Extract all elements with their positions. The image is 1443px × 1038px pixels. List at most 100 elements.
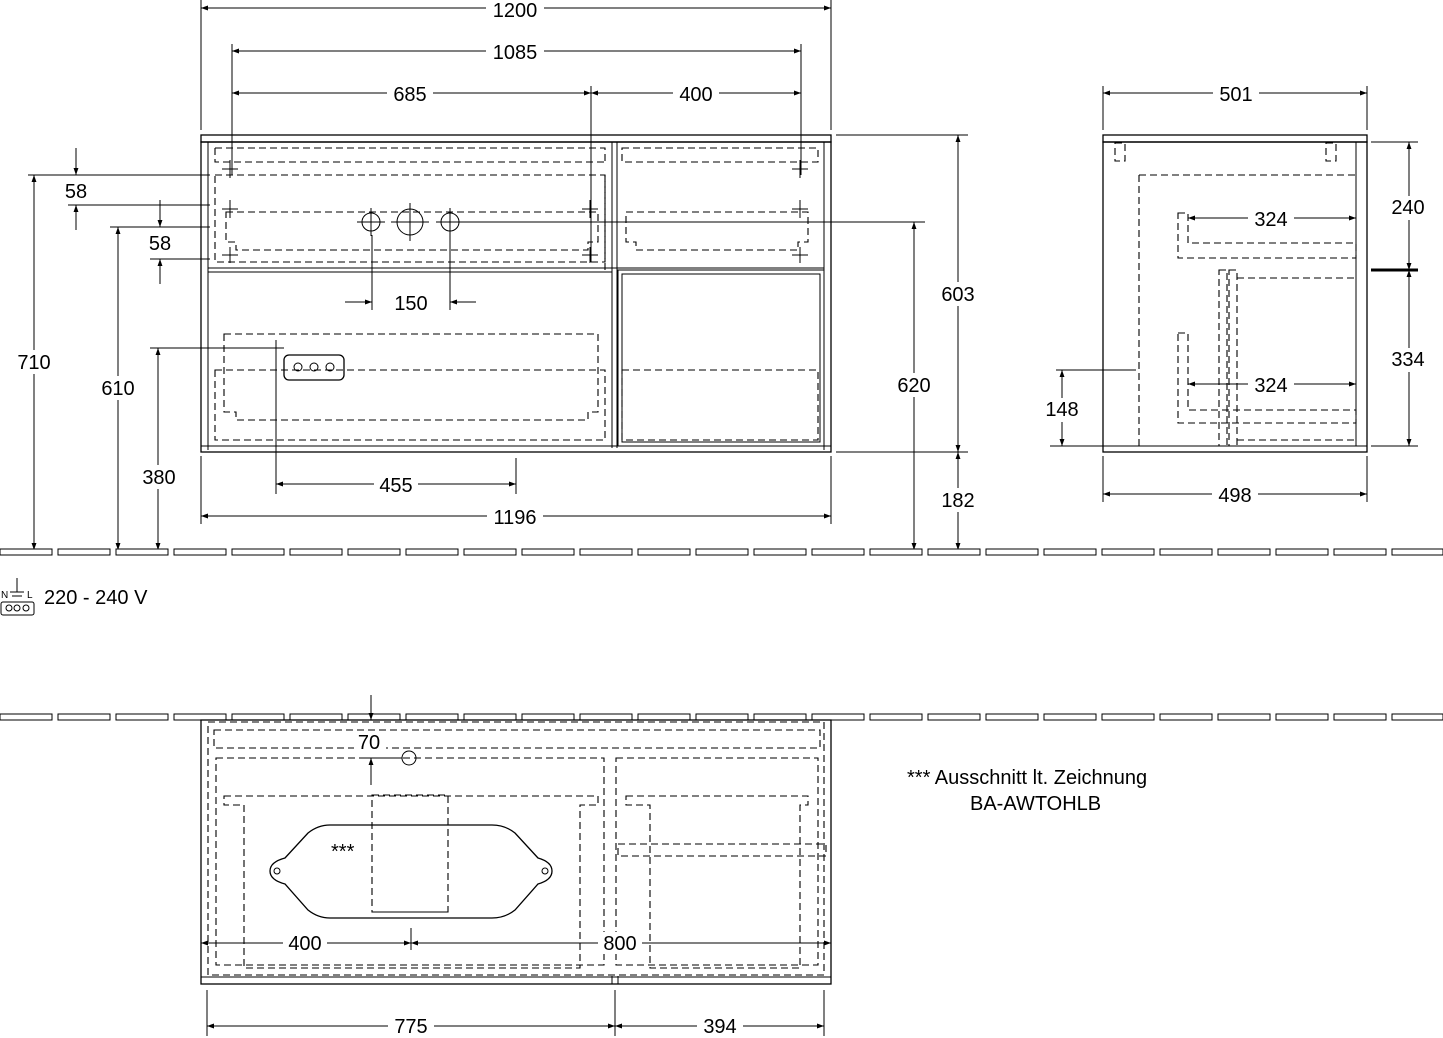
floor-segment (1217, 548, 1271, 556)
label-upper-height: 240 (1391, 197, 1424, 219)
power-info: N L 220 - 240 V (0, 578, 148, 616)
top-right-drawer (625, 795, 809, 969)
tap-hole-center-icon (391, 203, 429, 241)
side-top-clip-left (1114, 142, 1126, 162)
floor-segment (1333, 713, 1387, 721)
floor-segment (1159, 548, 1213, 556)
label-top-offset-1: 58 (65, 181, 87, 203)
floor-segment (115, 713, 169, 721)
floor-segment (173, 713, 227, 721)
front-extension-lines (28, 0, 968, 524)
top-right-shelf (617, 843, 827, 857)
note-line-2: BA-AWTOHLB (970, 793, 1101, 815)
label-top-offset-2: 58 (149, 233, 171, 255)
side-cabinet-body (1102, 141, 1368, 453)
front-upper-left-box (214, 174, 606, 263)
front-upper-left-drawer (225, 211, 599, 251)
label-overall-width: 1200 (493, 0, 538, 22)
floor-segment (927, 713, 981, 721)
label-siphon-height: 148 (1045, 399, 1078, 421)
front-view: 1200 1085 685 400 58 58 150 710 610 380 … (14, 0, 980, 550)
note-line-1: *** Ausschnitt lt. Zeichnung (907, 767, 1147, 789)
label-basin-width: 800 (603, 933, 636, 955)
top-outer-outline (200, 719, 832, 985)
side-lower-box (1237, 277, 1356, 441)
floor-segment (579, 548, 633, 556)
label-back-offset: 70 (358, 732, 380, 754)
floor-segment (405, 548, 459, 556)
floor-segment (289, 548, 343, 556)
floor-segment (1043, 548, 1097, 556)
top-carcass-right (615, 757, 819, 966)
label-tap-spacing: 150 (394, 293, 427, 315)
label-socket-offset: 455 (379, 475, 412, 497)
floor-segment (1159, 713, 1213, 721)
plug-socket-icon (0, 601, 35, 616)
front-right-door-inner (621, 273, 821, 443)
floor-segment (1275, 548, 1329, 556)
label-top-depth: 501 (1219, 84, 1252, 106)
earth-ground-icon (10, 578, 24, 597)
floor-segment (289, 713, 343, 721)
label-cabinet-height: 603 (941, 284, 974, 306)
floor-segment (869, 713, 923, 721)
label-left-width: 775 (394, 1016, 427, 1038)
floor-segment (0, 713, 53, 721)
floor-segment (985, 713, 1039, 721)
front-right-door (617, 269, 825, 447)
label-right-section: 400 (679, 84, 712, 106)
front-corner-marks (222, 160, 808, 263)
floor-segment (579, 713, 633, 721)
floor-segment (811, 713, 865, 721)
cutout-marker: *** (331, 841, 355, 863)
front-dimension-labels: 1200 1085 685 400 58 58 150 710 610 380 … (14, 0, 980, 529)
floor-segment (57, 713, 111, 721)
floor-segment (1391, 548, 1443, 556)
label-left-section: 685 (393, 84, 426, 106)
label-socket-height: 380 (142, 467, 175, 489)
floor-segment (347, 548, 401, 556)
floor-segment (695, 713, 749, 721)
floor-line-upper (0, 548, 1443, 556)
floor-segment (637, 713, 691, 721)
floor-segment (405, 713, 459, 721)
top-back-rail (213, 729, 821, 749)
side-carcass-outline (1129, 174, 1356, 446)
floor-segment (927, 548, 981, 556)
floor-segment (521, 713, 575, 721)
floor-segment (463, 713, 517, 721)
floor-segment (811, 548, 865, 556)
floor-segment (753, 713, 807, 721)
front-lower-right-box (621, 369, 819, 441)
label-rail-height: 620 (897, 375, 930, 397)
front-cabinet-body (200, 141, 832, 453)
basin-overflow-left (273, 867, 281, 875)
floor-segment (637, 548, 691, 556)
floor-segment (0, 548, 53, 556)
socket-icon (268, 340, 345, 381)
top-view: *** 70 400 800 775 394 (200, 695, 832, 1038)
label-basin-center: 400 (288, 933, 321, 955)
floor-segment (1101, 548, 1155, 556)
front-lower-left-box (214, 369, 606, 441)
wall-line-top-view (0, 713, 1443, 721)
side-countertop (1102, 134, 1368, 143)
plug-terminal-l: L (27, 590, 33, 601)
floor-segment (115, 548, 169, 556)
floor-segment (869, 548, 923, 556)
floor-segment (347, 713, 401, 721)
floor-segment (695, 548, 749, 556)
top-siphon-box (371, 794, 449, 913)
side-view: 501 324 324 240 334 148 498 (1040, 83, 1432, 507)
plug-terminal-n: N (1, 590, 8, 601)
floor-segment (173, 548, 227, 556)
floor-segment (1043, 713, 1097, 721)
side-extension-lines (1050, 86, 1418, 502)
front-top-right-drawer-outline (621, 147, 819, 163)
label-total-height: 710 (17, 352, 50, 374)
front-top-drawer-outline (214, 147, 606, 163)
floor-segment (1391, 713, 1443, 721)
label-base-width: 1196 (493, 507, 536, 529)
front-lower-left-drawer (223, 333, 599, 421)
